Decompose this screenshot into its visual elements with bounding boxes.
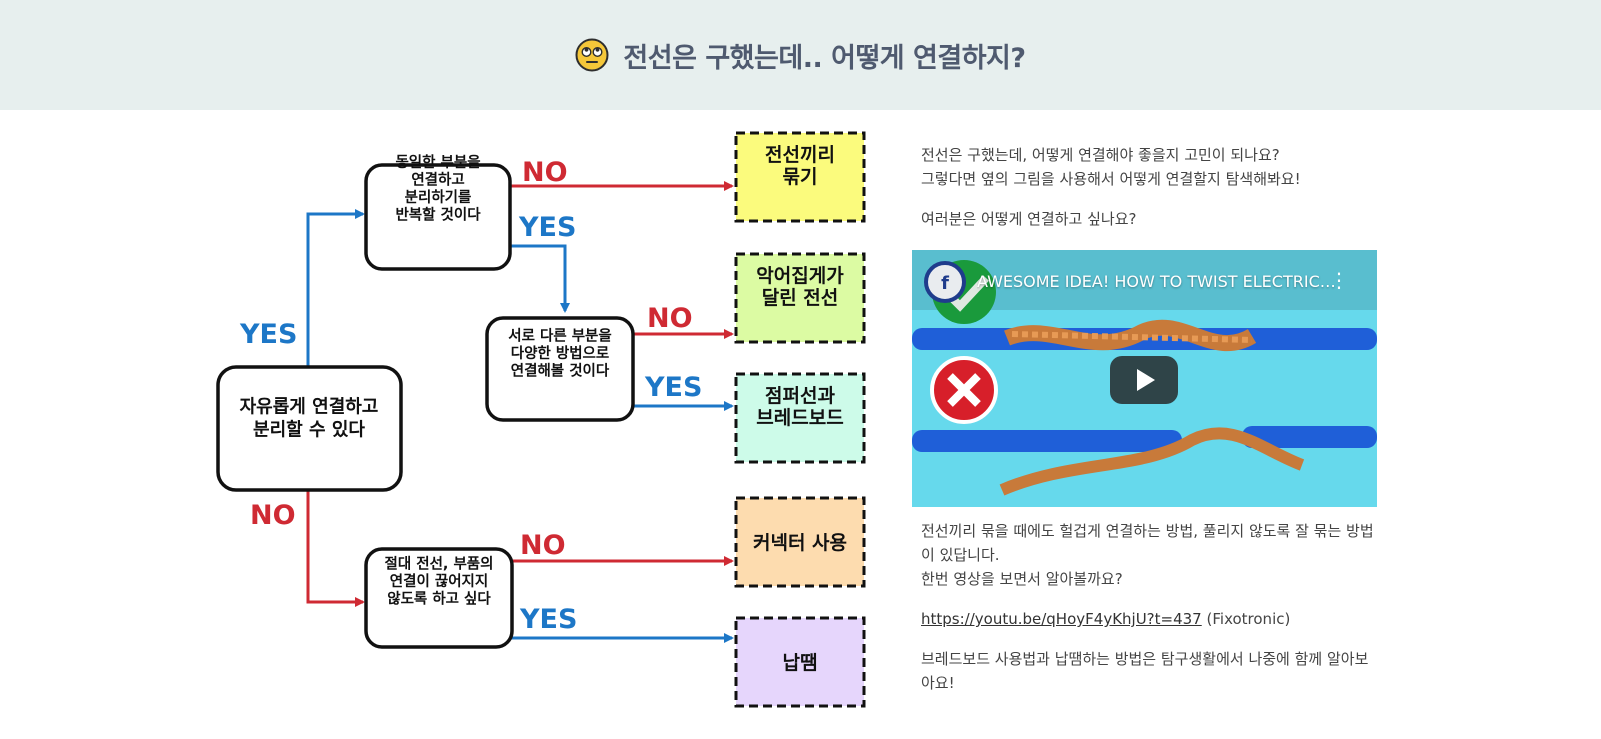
label-no: NO bbox=[520, 530, 566, 561]
edge-top-yes bbox=[510, 246, 565, 311]
rolling-eyes-emoji-icon bbox=[575, 38, 609, 72]
question-text: 여러분은 어떻게 연결하고 싶나요? bbox=[921, 207, 1381, 231]
intro-line-1: 전선은 구했는데, 어떻게 연결해야 좋을지 고민이 되나요? bbox=[921, 146, 1280, 164]
text-line: 브레드보드 bbox=[756, 407, 843, 429]
result-connector-text: 커넥터 사용 bbox=[753, 532, 847, 554]
text-line: 분리하기를 bbox=[405, 189, 472, 206]
text-line: 다양한 방법으로 bbox=[511, 344, 609, 362]
svg-text:f: f bbox=[941, 273, 949, 294]
after-video-text: 전선끼리 묶을 때에도 헐겁게 연결하는 방법, 풀리지 않도록 잘 묶는 방법… bbox=[921, 519, 1381, 711]
result-solder-text: 납땜 bbox=[783, 652, 818, 674]
play-button[interactable] bbox=[1110, 356, 1178, 404]
after-video-line-2: 한번 영상을 보면서 알아볼까요? bbox=[921, 570, 1123, 588]
play-icon bbox=[1137, 369, 1155, 391]
text-line: 동일한 부분을 bbox=[395, 154, 480, 171]
label-yes: YES bbox=[518, 212, 576, 243]
label-no: NO bbox=[647, 303, 693, 334]
label-no: NO bbox=[250, 500, 296, 531]
page-title: 전선은 구했는데.. 어떻게 연결하지? bbox=[623, 36, 1025, 75]
edge-start-yes bbox=[308, 214, 363, 368]
text-line: 자유롭게 연결하고 bbox=[240, 397, 379, 418]
text-line: 서로 다른 부분을 bbox=[508, 328, 611, 345]
text-line: 점퍼선과 bbox=[765, 385, 835, 407]
closing-text: 브레드보드 사용법과 납땜하는 방법은 탐구생활에서 나중에 함께 알아보아요! bbox=[921, 647, 1381, 695]
label-yes: YES bbox=[644, 372, 702, 403]
text-line: 달린 전선 bbox=[762, 287, 839, 309]
after-video-line-1: 전선끼리 묶을 때에도 헐겁게 연결하는 방법, 풀리지 않도록 잘 묶는 방법… bbox=[921, 522, 1374, 564]
label-yes: YES bbox=[519, 604, 577, 635]
intro-line-2: 그렇다면 옆의 그림을 사용해서 어떻게 연결할지 탐색해봐요! bbox=[921, 170, 1301, 188]
video-link[interactable]: https://youtu.be/qHoyF4yKhjU?t=437 bbox=[921, 610, 1202, 628]
text-line: 묶기 bbox=[783, 166, 818, 188]
text-line: 분리할 수 있다 bbox=[253, 419, 365, 441]
text-line: 절대 전선, 부품의 bbox=[385, 555, 494, 573]
text-line: 전선끼리 bbox=[765, 144, 835, 166]
text-line: 커넥터 사용 bbox=[753, 532, 847, 554]
youtube-video-embed[interactable]: f AWESOME IDEA! HOW TO TWIST ELECTRICAL … bbox=[912, 250, 1377, 507]
header-banner: 전선은 구했는데.. 어떻게 연결하지? bbox=[0, 0, 1601, 110]
label-yes: YES bbox=[239, 319, 297, 350]
edge-start-no bbox=[308, 490, 363, 602]
label-no: NO bbox=[522, 157, 568, 188]
text-line: 연결해볼 것이다 bbox=[511, 362, 610, 380]
link-source: (Fixotronic) bbox=[1207, 610, 1291, 628]
text-line: 연결하고 bbox=[411, 170, 464, 188]
more-options-icon[interactable]: ⋮ bbox=[1329, 270, 1349, 290]
description-column: 전선은 구했는데, 어떻게 연결해야 좋을지 고민이 되나요? 그렇다면 옆의 … bbox=[921, 143, 1381, 247]
text-line: 납땜 bbox=[783, 652, 818, 674]
text-line: 연결이 끊어지지 bbox=[390, 572, 488, 590]
text-line: 반복할 것이다 bbox=[395, 205, 481, 223]
text-line: 악어집게가 bbox=[756, 265, 844, 287]
video-title[interactable]: AWESOME IDEA! HOW TO TWIST ELECTRICAL WI… bbox=[977, 272, 1337, 291]
text-line: 않도록 하고 싶다 bbox=[387, 591, 491, 608]
